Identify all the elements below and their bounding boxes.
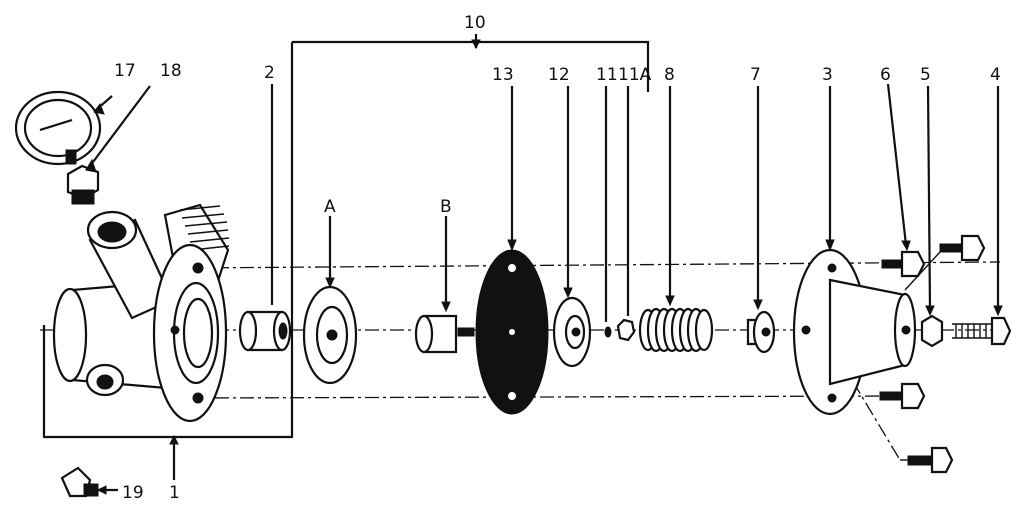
retainer-7 bbox=[746, 86, 776, 354]
label-7: 7 bbox=[750, 65, 761, 85]
bonnet-3 bbox=[792, 86, 917, 416]
label-6: 6 bbox=[880, 65, 891, 85]
cap-screw-6-lower bbox=[879, 382, 926, 410]
label-11: 11 bbox=[596, 65, 618, 85]
label-13: 13 bbox=[492, 65, 514, 85]
label-19: 19 bbox=[122, 483, 144, 503]
leader-1 bbox=[169, 434, 179, 445]
leader-17-arrow bbox=[93, 102, 105, 115]
label-10: 10 bbox=[464, 13, 486, 33]
diaphragm-13 bbox=[475, 86, 549, 415]
plate-12 bbox=[552, 86, 592, 368]
label-8: 8 bbox=[664, 65, 675, 85]
nut-5 bbox=[920, 85, 944, 348]
pressure-gauge-17 bbox=[14, 90, 113, 166]
valve-body-1 bbox=[52, 203, 230, 423]
label-5: 5 bbox=[920, 65, 931, 85]
fitting-19 bbox=[60, 466, 118, 498]
bolt-4 bbox=[952, 86, 1012, 346]
plug-2 bbox=[238, 84, 292, 352]
bushing-nut-18 bbox=[66, 85, 151, 205]
part-labels: 10 17 18 2 13 12 11 11A 8 7 3 6 5 4 A B … bbox=[114, 13, 1001, 503]
label-b: B bbox=[440, 197, 452, 217]
leader-18-arrow bbox=[85, 158, 97, 173]
spacer-b bbox=[414, 216, 475, 354]
washer-a bbox=[302, 216, 358, 385]
spring-8 bbox=[638, 86, 714, 353]
label-18: 18 bbox=[160, 61, 182, 81]
washer-11 bbox=[604, 86, 612, 338]
cap-screw-6-bottom bbox=[907, 446, 954, 474]
label-a: A bbox=[324, 197, 336, 217]
label-17: 17 bbox=[114, 61, 136, 81]
label-11a: 11A bbox=[618, 65, 652, 85]
cap-screw-6 bbox=[881, 83, 926, 278]
assembly-bracket-10 bbox=[292, 34, 650, 92]
assembly-bracket-1 bbox=[42, 42, 294, 480]
label-2: 2 bbox=[264, 63, 275, 83]
label-1: 1 bbox=[169, 483, 180, 503]
label-4: 4 bbox=[990, 65, 1001, 85]
label-12: 12 bbox=[548, 65, 570, 85]
nut-11a bbox=[616, 86, 636, 342]
cap-screw-6-upper bbox=[939, 234, 986, 262]
label-3: 3 bbox=[822, 65, 833, 85]
